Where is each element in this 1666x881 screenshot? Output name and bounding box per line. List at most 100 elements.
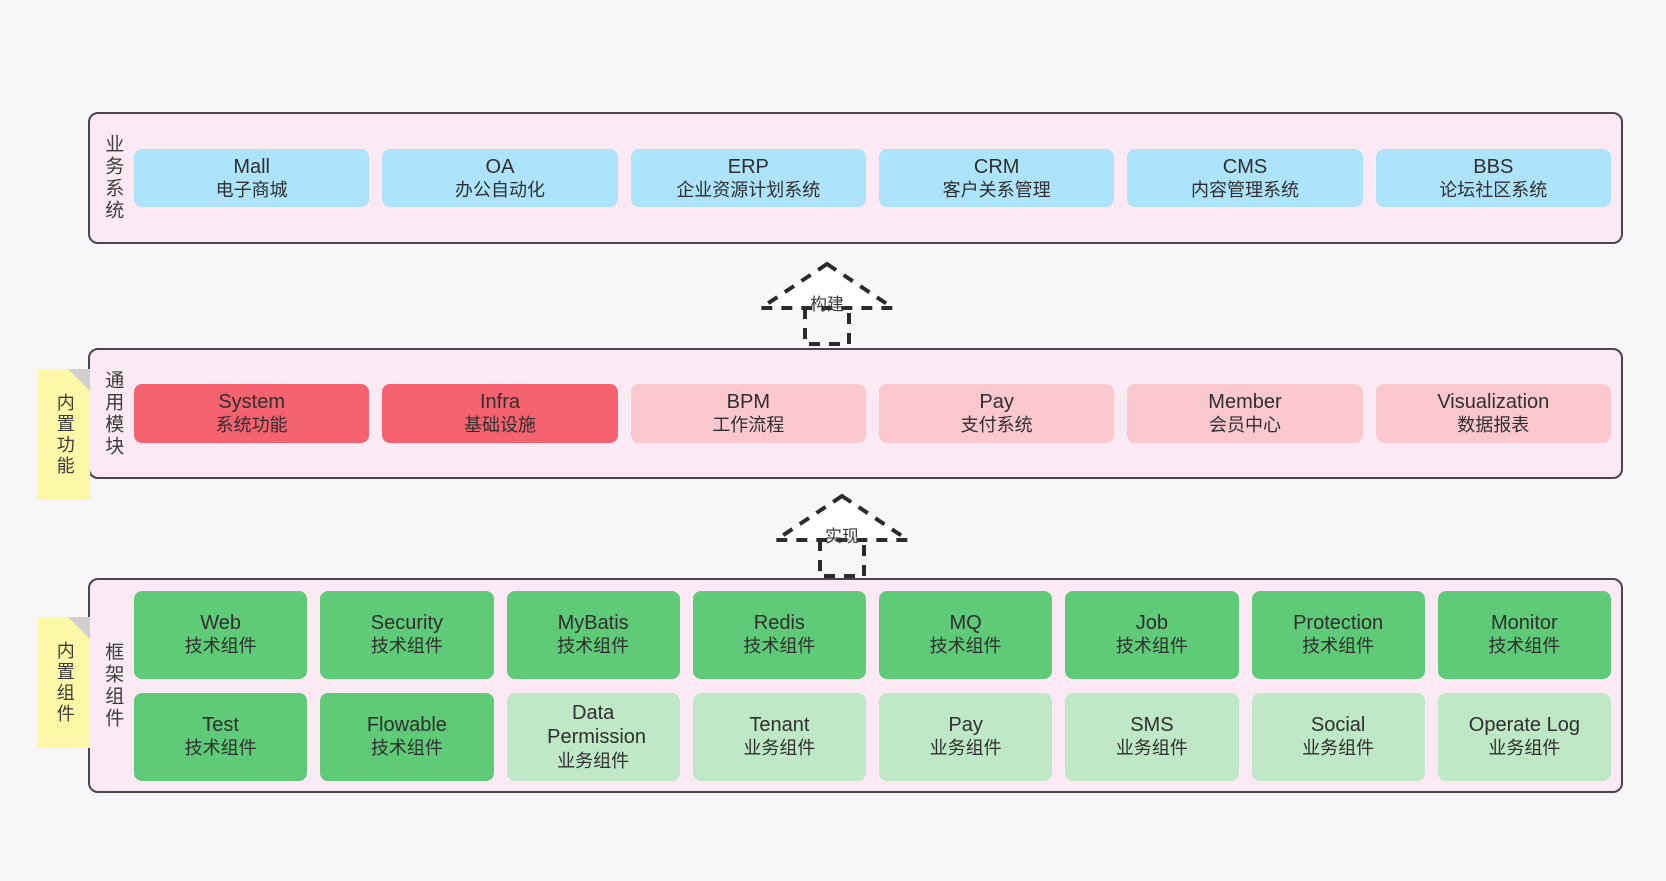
card-social[interactable]: Social 业务组件 bbox=[1251, 692, 1425, 781]
card-crm-sub: 客户关系管理 bbox=[942, 179, 1051, 200]
layer-title-framework-components: 框架组件 bbox=[102, 641, 124, 730]
card-sms-name: SMS bbox=[1130, 714, 1174, 737]
card-mybatis-name: MyBatis bbox=[557, 612, 629, 635]
card-visualization[interactable]: Visualization 数据报表 bbox=[1375, 384, 1611, 443]
card-data-permission[interactable]: Data Permission 业务组件 bbox=[506, 692, 680, 781]
card-mybatis[interactable]: MyBatis 技术组件 bbox=[506, 590, 680, 679]
card-protection[interactable]: Protection 技术组件 bbox=[1251, 590, 1425, 679]
card-bpm[interactable]: BPM 工作流程 bbox=[630, 384, 866, 443]
card-social-name: Social bbox=[1310, 714, 1366, 737]
card-oa[interactable]: OA 办公自动化 bbox=[382, 148, 618, 208]
card-test-name: Test bbox=[202, 714, 239, 737]
card-monitor-name: Monitor bbox=[1491, 612, 1558, 635]
card-redis-sub: 技术组件 bbox=[743, 636, 816, 657]
card-mq-name: MQ bbox=[949, 612, 982, 635]
card-bbs[interactable]: BBS 论坛社区系统 bbox=[1375, 148, 1611, 208]
card-social-sub: 业务组件 bbox=[1302, 738, 1375, 759]
card-tenant-name: Tenant bbox=[749, 714, 810, 737]
card-infra-sub: 基础设施 bbox=[463, 415, 536, 436]
card-operate-log-name: Operate Log bbox=[1468, 714, 1580, 737]
layer-title-business-systems: 业务系统 bbox=[102, 134, 124, 222]
card-mq-sub: 技术组件 bbox=[929, 636, 1002, 657]
card-web[interactable]: Web 技术组件 bbox=[134, 590, 308, 679]
layer-title-common-modules: 通用模块 bbox=[102, 369, 124, 458]
card-bbs-name: BBS bbox=[1473, 155, 1514, 178]
card-protection-sub: 技术组件 bbox=[1302, 636, 1375, 657]
card-erp[interactable]: ERP 企业资源计划系统 bbox=[630, 148, 866, 208]
layer-body-common-modules: System 系统功能 Infra 基础设施 BPM 工作流程 Pay 支付系统… bbox=[134, 350, 1621, 477]
note-builtin-features: 内置功能 bbox=[38, 369, 90, 500]
card-mq[interactable]: MQ 技术组件 bbox=[879, 590, 1053, 679]
card-pay-component[interactable]: Pay 业务组件 bbox=[879, 692, 1053, 781]
generalization-arrow-icon bbox=[769, 493, 915, 578]
connector-implement-label: 实现 bbox=[825, 527, 859, 546]
card-redis[interactable]: Redis 技术组件 bbox=[692, 590, 866, 679]
card-monitor[interactable]: Monitor 技术组件 bbox=[1437, 590, 1611, 679]
card-flowable[interactable]: Flowable 技术组件 bbox=[320, 692, 494, 781]
note-fold-corner-icon bbox=[68, 369, 90, 391]
card-member-name: Member bbox=[1208, 391, 1282, 414]
connector-build: 构建 bbox=[754, 258, 900, 346]
card-system[interactable]: System 系统功能 bbox=[134, 384, 370, 443]
card-mybatis-sub: 技术组件 bbox=[557, 636, 630, 657]
card-test[interactable]: Test 技术组件 bbox=[134, 692, 308, 781]
card-job-sub: 技术组件 bbox=[1115, 636, 1188, 657]
card-erp-name: ERP bbox=[727, 155, 769, 178]
card-crm-name: CRM bbox=[973, 155, 1020, 178]
card-member[interactable]: Member 会员中心 bbox=[1127, 384, 1363, 443]
card-tenant-sub: 业务组件 bbox=[743, 738, 816, 759]
card-visualization-name: Visualization bbox=[1437, 391, 1550, 414]
framework-row-business: Test 技术组件 Flowable 技术组件 Data Permission … bbox=[134, 692, 1611, 781]
card-pay-module[interactable]: Pay 支付系统 bbox=[878, 384, 1115, 443]
card-sms[interactable]: SMS 业务组件 bbox=[1065, 692, 1239, 781]
framework-components-grid: Web 技术组件 Security 技术组件 MyBatis 技术组件 Redi… bbox=[134, 590, 1611, 781]
card-crm[interactable]: CRM 客户关系管理 bbox=[878, 148, 1115, 208]
card-bpm-name: BPM bbox=[726, 391, 770, 414]
card-job[interactable]: Job 技术组件 bbox=[1065, 590, 1239, 679]
card-visualization-sub: 数据报表 bbox=[1457, 415, 1530, 436]
card-tenant[interactable]: Tenant 业务组件 bbox=[692, 692, 866, 781]
card-infra[interactable]: Infra 基础设施 bbox=[382, 384, 618, 443]
card-cms[interactable]: CMS 内容管理系统 bbox=[1127, 148, 1363, 208]
card-test-sub: 技术组件 bbox=[184, 738, 257, 759]
card-cms-sub: 内容管理系统 bbox=[1190, 179, 1299, 200]
card-flowable-sub: 技术组件 bbox=[370, 738, 443, 759]
card-pay-module-name: Pay bbox=[979, 391, 1014, 414]
card-mall-sub: 电子商城 bbox=[215, 179, 288, 200]
framework-row-technical: Web 技术组件 Security 技术组件 MyBatis 技术组件 Redi… bbox=[134, 590, 1611, 679]
card-security-sub: 技术组件 bbox=[370, 636, 443, 657]
card-data-permission-sub: 业务组件 bbox=[557, 750, 630, 771]
card-cms-name: CMS bbox=[1222, 155, 1268, 178]
note-builtin-components-label: 内置组件 bbox=[54, 640, 75, 725]
note-fold-corner-icon bbox=[68, 617, 90, 639]
layer-body-framework-components: Web 技术组件 Security 技术组件 MyBatis 技术组件 Redi… bbox=[134, 580, 1621, 791]
note-builtin-components: 内置组件 bbox=[38, 617, 90, 748]
note-builtin-features-label: 内置功能 bbox=[54, 392, 75, 477]
card-pay-component-name: Pay bbox=[948, 714, 983, 737]
generalization-arrow-icon bbox=[754, 261, 900, 346]
card-erp-sub: 企业资源计划系统 bbox=[676, 179, 821, 200]
card-bbs-sub: 论坛社区系统 bbox=[1439, 179, 1548, 200]
card-data-permission-name: Data Permission bbox=[547, 701, 647, 749]
card-mall-name: Mall bbox=[233, 155, 270, 178]
card-monitor-sub: 技术组件 bbox=[1488, 636, 1561, 657]
connector-implement: 实现 bbox=[769, 490, 915, 578]
card-security-name: Security bbox=[370, 612, 443, 635]
card-mall[interactable]: Mall 电子商城 bbox=[134, 148, 370, 208]
card-flowable-name: Flowable bbox=[366, 714, 447, 737]
card-bpm-sub: 工作流程 bbox=[712, 415, 785, 436]
card-oa-sub: 办公自动化 bbox=[454, 179, 545, 200]
card-pay-component-sub: 业务组件 bbox=[929, 738, 1002, 759]
card-security[interactable]: Security 技术组件 bbox=[320, 590, 494, 679]
card-operate-log[interactable]: Operate Log 业务组件 bbox=[1437, 692, 1611, 781]
layer-body-business-systems: Mall 电子商城 OA 办公自动化 ERP 企业资源计划系统 CRM 客户关系… bbox=[134, 114, 1621, 242]
card-web-name: Web bbox=[200, 612, 241, 635]
connector-build-label: 构建 bbox=[810, 295, 844, 314]
card-sms-sub: 业务组件 bbox=[1115, 738, 1188, 759]
common-modules-row: System 系统功能 Infra 基础设施 BPM 工作流程 Pay 支付系统… bbox=[134, 384, 1611, 443]
card-oa-name: OA bbox=[485, 155, 515, 178]
layer-business-systems: 业务系统 Mall 电子商城 OA 办公自动化 ERP 企业资源计划系统 CRM bbox=[88, 112, 1623, 244]
card-system-name: System bbox=[218, 391, 285, 414]
card-job-name: Job bbox=[1135, 612, 1168, 635]
